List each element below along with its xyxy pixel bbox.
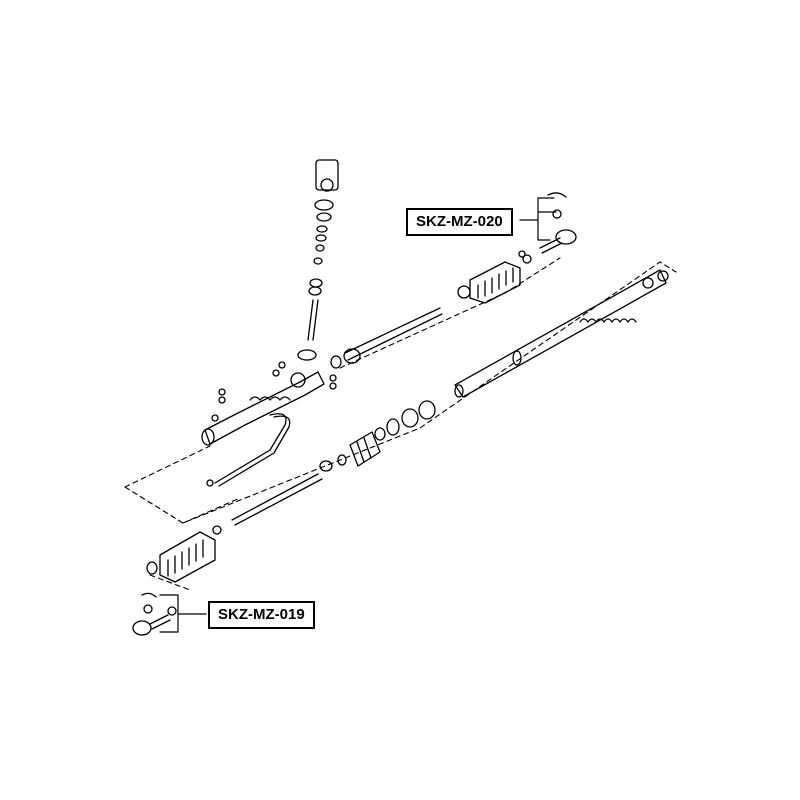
gear-housing	[201, 361, 337, 487]
upper-inner-tie-rod	[330, 307, 443, 369]
pinion-shaft-column	[297, 159, 339, 361]
leader-bracket-020	[519, 197, 557, 241]
lower-middle-boot	[231, 431, 381, 526]
part-label-lower-left: SKZ-MZ-019	[208, 601, 315, 629]
rack-cylinder	[454, 269, 669, 398]
upper-rack-boot	[457, 254, 532, 304]
lower-rack-boot	[146, 525, 222, 583]
part-label-upper-right: SKZ-MZ-020	[406, 208, 513, 236]
lower-tie-rod-end	[132, 592, 177, 636]
leader-bracket-019	[159, 594, 207, 633]
seal-rings	[374, 400, 436, 441]
upper-tie-rod-end	[518, 192, 577, 258]
